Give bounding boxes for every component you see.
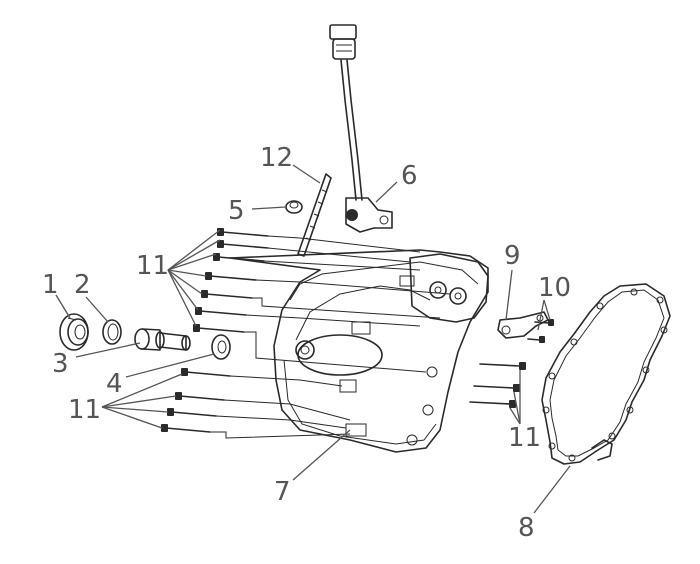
label-7: 7 (274, 477, 291, 507)
label-12: 12 (260, 143, 293, 173)
seal-cap-part-1 (59, 313, 89, 351)
label-10: 10 (538, 273, 571, 303)
cover-bolts-upper (193, 228, 451, 373)
cover-bolts-lower (161, 368, 351, 439)
nut-part-5 (285, 200, 303, 214)
label-3: 3 (52, 349, 69, 379)
crankcase-cover-part-7 (229, 249, 489, 453)
gasket-part-8 (541, 283, 671, 465)
cover-bolts-right (469, 362, 526, 408)
leader-lines (55, 164, 571, 514)
callout-labels: 1 2 3 4 5 6 7 8 9 10 11 11 11 12 (42, 143, 571, 543)
label-1: 1 (42, 270, 59, 300)
label-11-right: 11 (508, 423, 541, 453)
bushing-part-3 (134, 328, 191, 351)
label-4: 4 (106, 369, 123, 399)
label-9: 9 (504, 241, 521, 271)
label-6: 6 (401, 161, 418, 191)
label-11-top: 11 (136, 251, 169, 281)
bracket-part-9 (497, 311, 549, 339)
label-8: 8 (518, 513, 535, 543)
speed-sensor-part-6 (329, 24, 393, 233)
label-2: 2 (74, 270, 91, 300)
o-ring-part-2 (102, 319, 122, 345)
label-11-left: 11 (68, 395, 101, 425)
stud-bolt-part-12 (297, 173, 332, 257)
washer-part-4 (211, 334, 231, 360)
small-bolts-part-10 (527, 319, 554, 343)
label-5: 5 (228, 196, 245, 226)
